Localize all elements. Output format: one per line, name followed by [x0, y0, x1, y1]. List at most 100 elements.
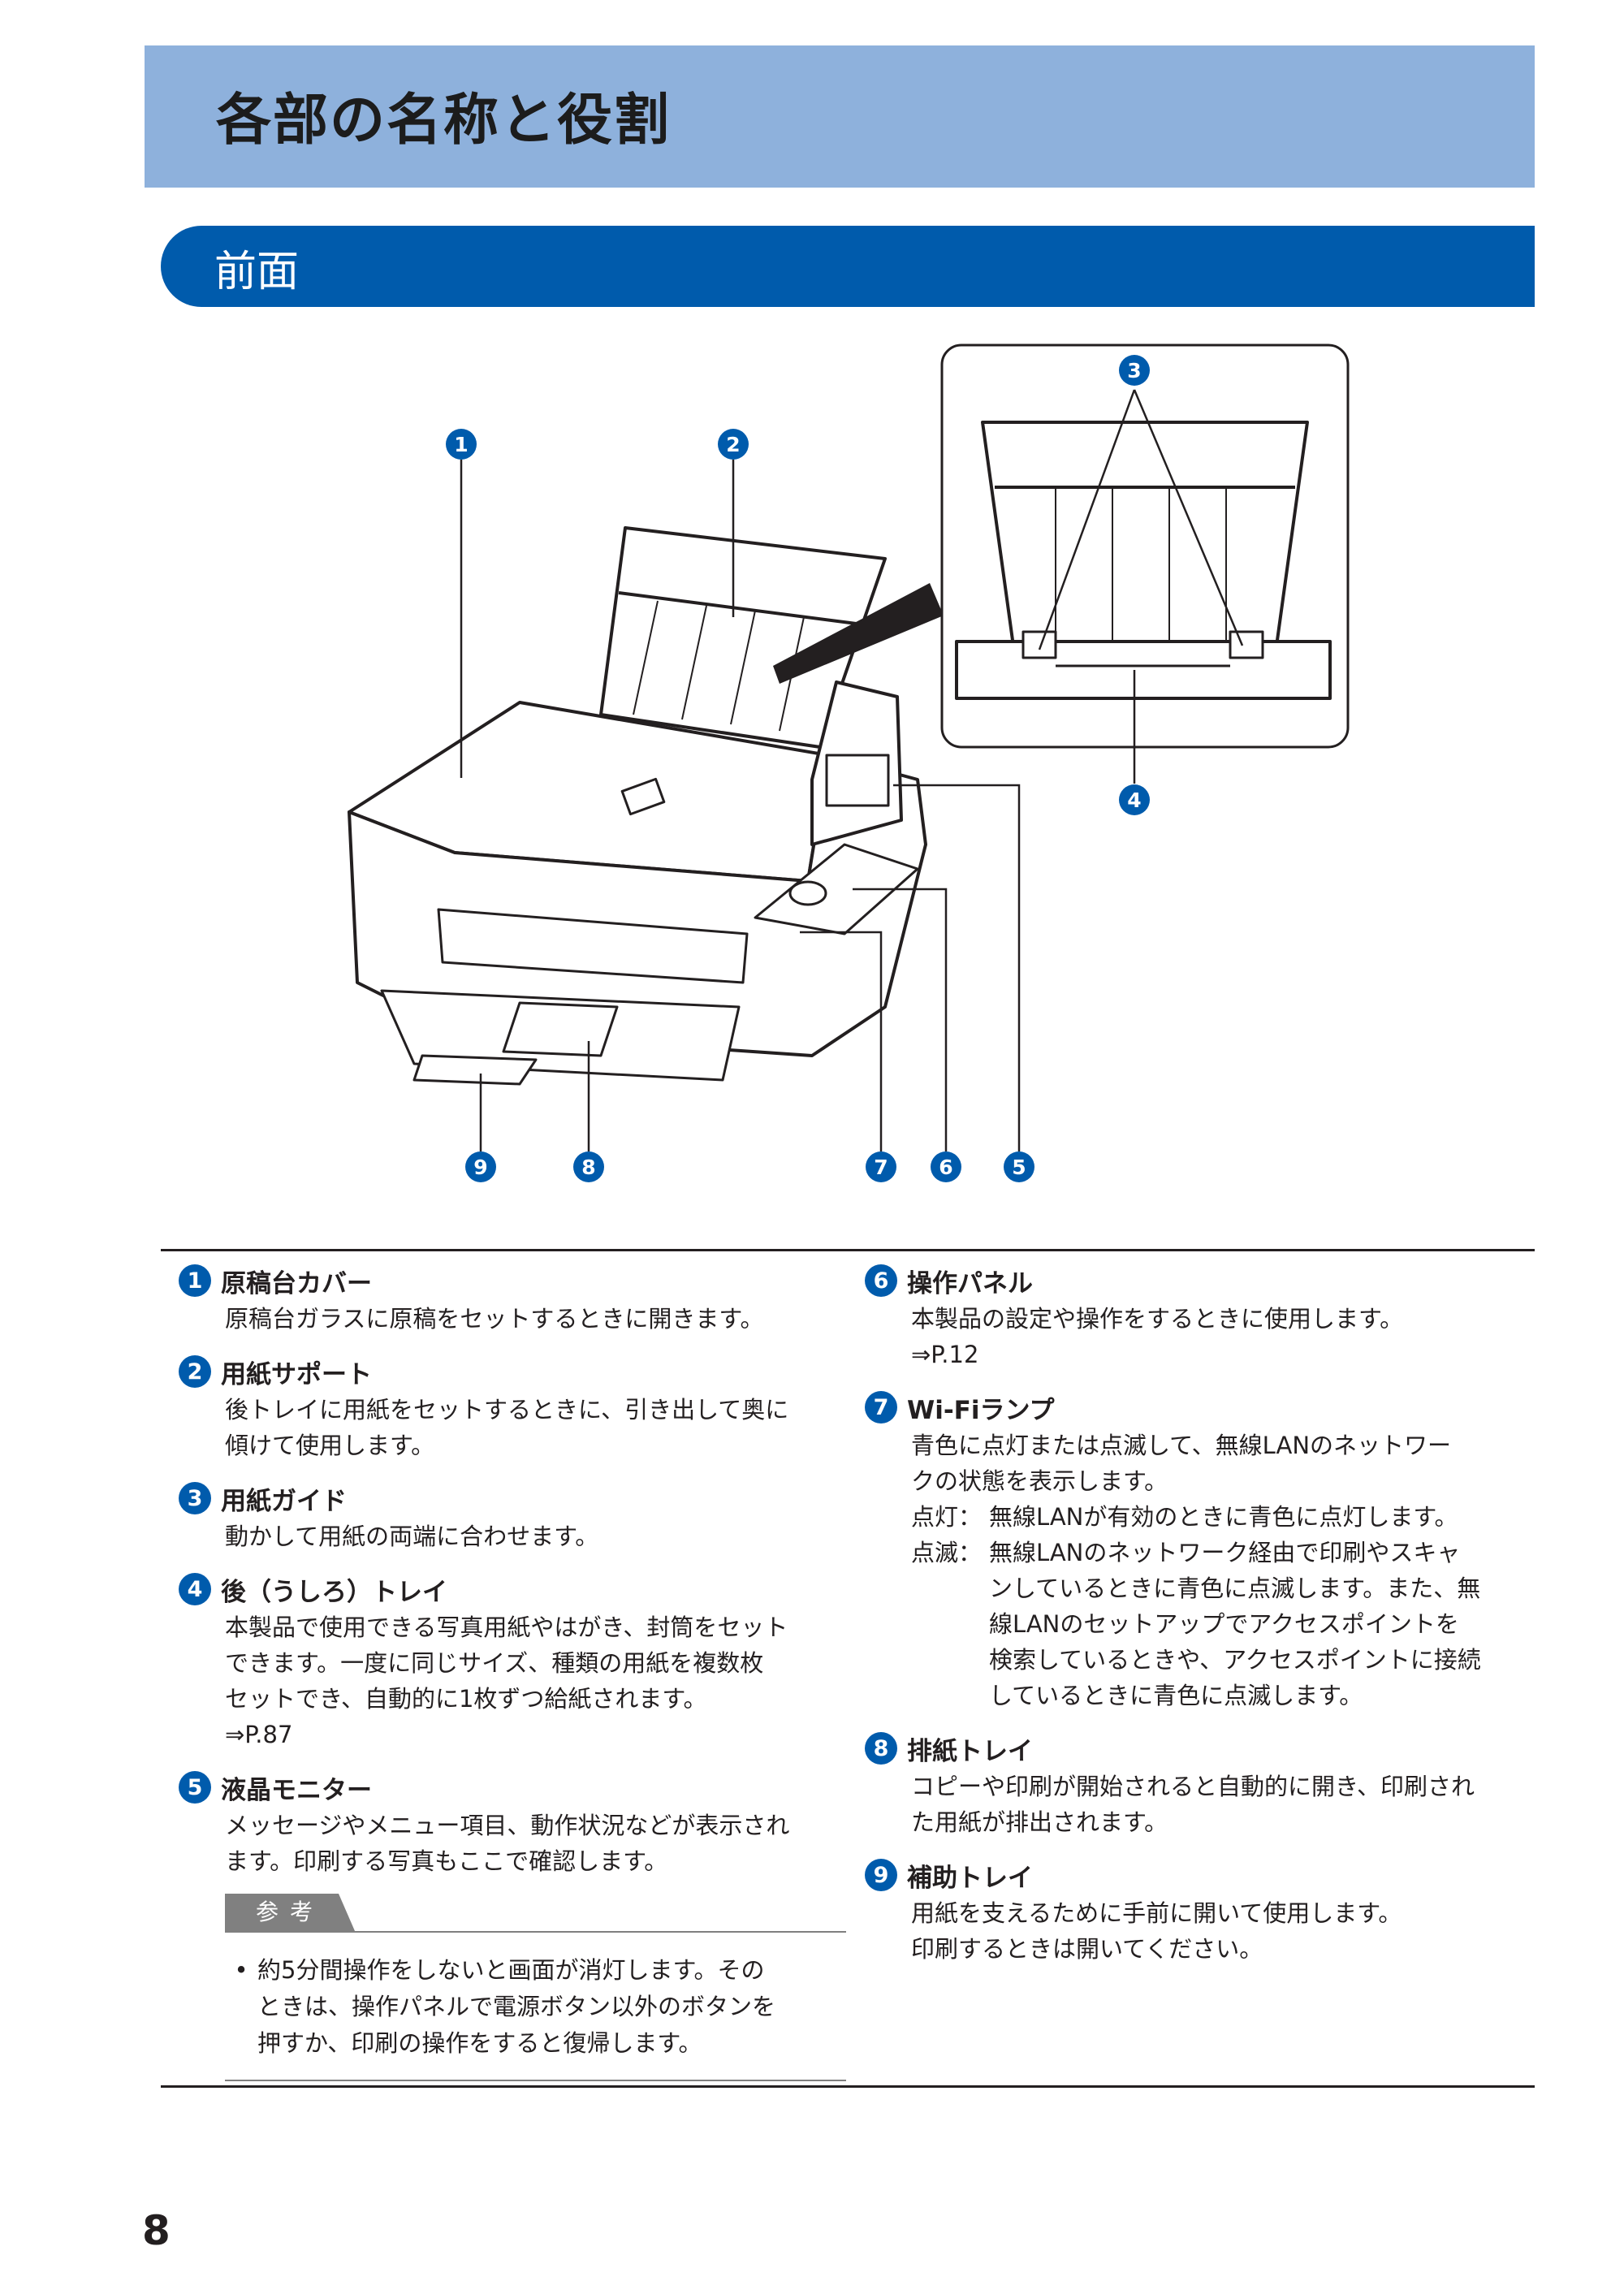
part-description: 本製品の設定や操作をするときに使用します。 ⇒P.12 — [865, 1301, 1535, 1372]
panel-dial-shape — [788, 880, 827, 906]
operation-panel-shape — [754, 843, 919, 935]
part-number-badge: 6 — [865, 1264, 897, 1297]
detail-paper-guide-right — [1229, 630, 1264, 659]
part-title: Wi-Fiランプ — [907, 1395, 1055, 1425]
part-item: 8 排紙トレイ コピーや印刷が開始されると自動的に開き、印刷され た用紙が排出さ… — [865, 1728, 1535, 1840]
part-item-header: 2 用紙サポート — [179, 1351, 844, 1392]
part-item: 2 用紙サポート 後トレイに用紙をセットするときに、引き出して奥に 傾けて使用し… — [179, 1351, 844, 1463]
reference-text: 約5分間操作をしないと画面が消灯します。その ときは、操作パネルで電源ボタン以外… — [257, 1952, 846, 2062]
section-band: 前面 — [161, 226, 1535, 307]
part-number-badge: 1 — [179, 1264, 211, 1297]
status-term: 点滅： — [911, 1539, 983, 1566]
page-reference-link[interactable]: ⇒P.87 — [225, 1721, 293, 1748]
part-item: 9 補助トレイ 用紙を支えるために手前に開いて使用します。 印刷するときは開いて… — [865, 1855, 1535, 1967]
part-item-header: 4 後（うしろ）トレイ — [179, 1569, 844, 1609]
callout-badge — [573, 1151, 604, 1182]
callout-badges: 1 2 3 4 5 6 7 8 9 — [446, 355, 1150, 1182]
part-item: 5 液晶モニター メッセージやメニュー項目、動作状況などが表示され ます。印刷す… — [179, 1767, 844, 1879]
leader-line — [853, 888, 948, 1151]
callout-label: 1 — [454, 433, 468, 456]
callout-label: 6 — [939, 1156, 952, 1179]
description-line: 動かして用紙の両端に合わせます。 — [225, 1523, 599, 1550]
callout-badge — [1119, 355, 1150, 386]
part-item: 1 原稿台カバー 原稿台ガラスに原稿をセットするときに開きます。 — [179, 1260, 844, 1337]
auxiliary-tray-shape — [412, 1054, 538, 1086]
status-explanation: 無線LANのネットワーク経由で印刷やスキャ ンしているときに青色に点滅します。ま… — [989, 1535, 1535, 1713]
part-description: 本製品で使用できる写真用紙やはがき、封筒をセット できます。一度に同じサイズ、種… — [179, 1609, 844, 1752]
part-item: 6 操作パネル 本製品の設定や操作をするときに使用します。 ⇒P.12 — [865, 1260, 1535, 1372]
reference-line: 押すか、印刷の操作をすると復帰します。 — [257, 2029, 702, 2057]
part-description: 原稿台ガラスに原稿をセットするときに開きます。 — [179, 1301, 844, 1337]
part-title: 用紙サポート — [221, 1359, 372, 1389]
part-item-header: 1 原稿台カバー — [179, 1260, 844, 1301]
callout-badge — [866, 1151, 896, 1182]
part-title: 補助トレイ — [907, 1863, 1033, 1893]
description-line: メッセージやメニュー項目、動作状況などが表示され — [225, 1812, 790, 1839]
output-tray-extension-shape — [502, 1001, 619, 1057]
lcd-screen-shape — [825, 754, 890, 807]
leader-line — [1133, 389, 1244, 646]
callout-label: 7 — [874, 1156, 888, 1179]
detail-paper-guide-left — [1021, 630, 1057, 659]
part-number-badge: 2 — [179, 1355, 211, 1388]
paper-support-rib — [730, 610, 756, 725]
part-number-badge: 7 — [865, 1391, 897, 1423]
paper-support-rib — [633, 600, 659, 715]
divider-bottom — [161, 2085, 1535, 2088]
reference-line: 約5分間操作をしないと画面が消灯します。その — [257, 1956, 765, 1984]
page-reference-link[interactable]: ⇒P.12 — [911, 1341, 979, 1368]
part-title: 後（うしろ）トレイ — [221, 1577, 447, 1607]
page-title: 各部の名称と役割 — [216, 89, 672, 153]
leader-line — [1038, 389, 1136, 650]
part-title: 排紙トレイ — [907, 1736, 1033, 1766]
rear-tray-detail — [940, 343, 1350, 749]
description-line: できます。一度に同じサイズ、種類の用紙を複数枚 — [225, 1649, 764, 1677]
printer-illustration — [348, 526, 927, 1086]
description-line: 無線LANが有効のときに青色に点灯します。 — [989, 1503, 1458, 1531]
description-line: 傾けて使用します。 — [225, 1432, 435, 1459]
part-number-badge: 3 — [179, 1482, 211, 1514]
title-band: 各部の名称と役割 — [145, 45, 1535, 188]
part-description: コピーや印刷が開始されると自動的に開き、印刷され た用紙が排出されます。 — [865, 1769, 1535, 1840]
description-line: 印刷するときは開いてください。 — [911, 1935, 1263, 1963]
part-item: 3 用紙ガイド 動かして用紙の両端に合わせます。 — [179, 1478, 844, 1554]
part-item-header: 9 補助トレイ — [865, 1855, 1535, 1895]
description-line: クの状態を表示します。 — [911, 1467, 1168, 1495]
status-definition: 点灯： 無線LANが有効のときに青色に点灯します。 — [911, 1499, 1535, 1535]
part-number-badge: 9 — [865, 1859, 897, 1891]
description-line: た用紙が排出されます。 — [911, 1808, 1168, 1836]
description-line: しているときに青色に点滅します。 — [989, 1682, 1363, 1709]
paper-support-rib — [681, 605, 707, 720]
part-title: 操作パネル — [907, 1268, 1033, 1298]
callout-badge — [1119, 784, 1150, 815]
part-item-header: 3 用紙ガイド — [179, 1478, 844, 1519]
leader-line — [800, 931, 883, 1151]
part-title: 液晶モニター — [221, 1775, 372, 1805]
description-line: ます。印刷する写真もここで確認します。 — [225, 1847, 668, 1875]
detail-rear-tray — [955, 640, 1332, 700]
section-title: 前面 — [214, 248, 300, 296]
description-line: セットでき、自動的に1枚ずつ給紙されます。 — [225, 1685, 707, 1713]
detail-paper-support — [981, 421, 1309, 659]
leader-lines — [460, 389, 1244, 1151]
status-term: 点灯： — [911, 1503, 983, 1531]
reference-divider — [225, 2080, 846, 2081]
description-line: 後トレイに用紙をセットするときに、引き出して奥に — [225, 1396, 789, 1423]
part-item: 4 後（うしろ）トレイ 本製品で使用できる写真用紙やはがき、封筒をセット できま… — [179, 1569, 844, 1752]
callout-label: 3 — [1127, 359, 1141, 382]
description-line: ンしているときに青色に点滅します。また、無 — [989, 1575, 1481, 1602]
description-line: コピーや印刷が開始されると自動的に開き、印刷され — [911, 1773, 1475, 1800]
part-description: メッセージやメニュー項目、動作状況などが表示され ます。印刷する写真もここで確認… — [179, 1808, 844, 1879]
paper-support-fold — [618, 591, 870, 627]
output-slot — [437, 908, 749, 984]
cover-logo-mark — [620, 777, 666, 816]
callout-label: 5 — [1012, 1156, 1026, 1179]
callout-badge — [465, 1151, 496, 1182]
part-item-header: 8 排紙トレイ — [865, 1728, 1535, 1769]
description-line: 本製品の設定や操作をするときに使用します。 — [911, 1305, 1404, 1333]
part-number-badge: 5 — [179, 1771, 211, 1804]
part-item-header: 5 液晶モニター — [179, 1767, 844, 1808]
reference-divider — [225, 1931, 846, 1933]
description-line: 本製品で使用できる写真用紙やはがき、封筒をセット — [225, 1614, 788, 1641]
callout-badge — [931, 1151, 961, 1182]
